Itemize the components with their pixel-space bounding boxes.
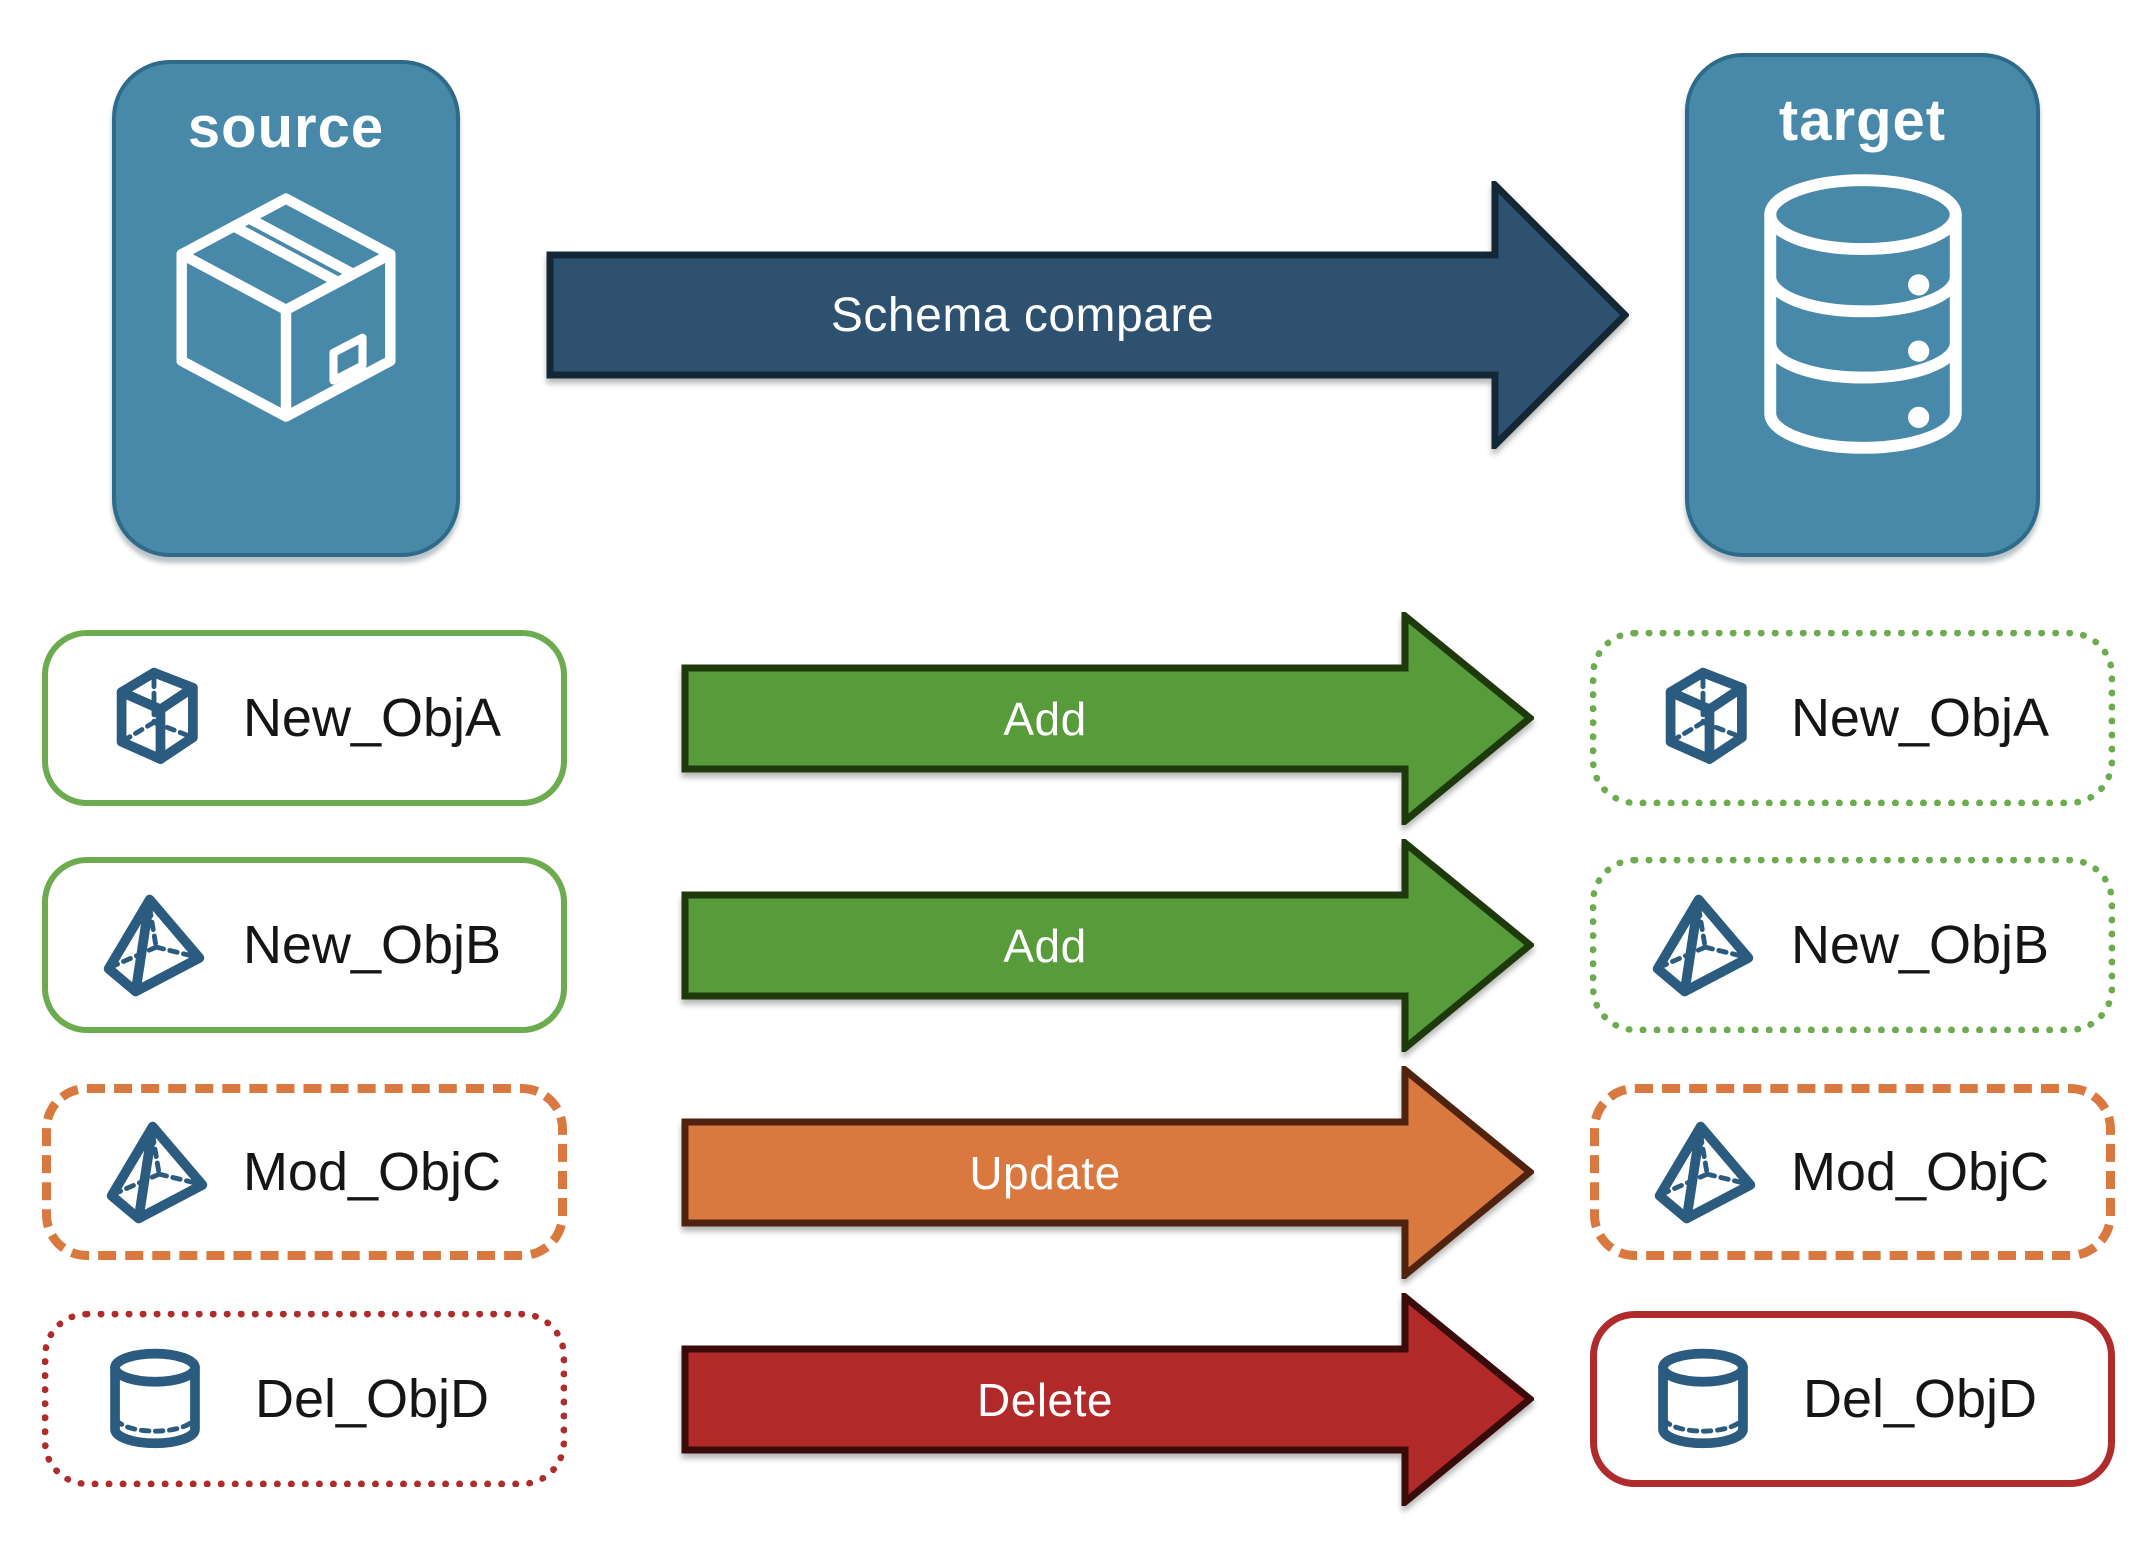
target-object-box-row3: Mod_ObjC xyxy=(1590,1084,2115,1260)
add-arrow-row2 xyxy=(681,839,1534,1052)
action-arrow-label: Add xyxy=(1003,692,1087,745)
object-label: New_ObjA xyxy=(242,688,502,748)
target-object-box-row2: New_ObjB xyxy=(1590,857,2115,1033)
object-label: Del_ObjD xyxy=(254,1369,490,1429)
cube-icon xyxy=(100,664,208,772)
pyramid-icon xyxy=(1651,1118,1759,1226)
action-arrow-label: Update xyxy=(969,1146,1121,1199)
pyramid-icon xyxy=(103,1118,211,1226)
source-title: source xyxy=(187,95,385,160)
source-object-box-row3: Mod_ObjC xyxy=(42,1084,567,1260)
cylinder-icon xyxy=(1649,1345,1757,1453)
cube-icon xyxy=(1649,664,1757,772)
source-object-box-row1: New_ObjA xyxy=(42,630,567,806)
target-object-box-row4: Del_ObjD xyxy=(1590,1311,2115,1487)
source-node: source xyxy=(112,60,460,557)
update-arrow-row3 xyxy=(681,1066,1534,1279)
database-icon xyxy=(1757,168,1969,460)
add-arrow-row1 xyxy=(681,612,1534,825)
object-label: Del_ObjD xyxy=(1802,1369,2038,1429)
delete-arrow-row4 xyxy=(681,1293,1534,1506)
schema-compare-arrow xyxy=(546,181,1629,449)
action-arrow-label: Delete xyxy=(977,1373,1113,1426)
package-icon xyxy=(170,187,402,442)
source-object-box-row4: Del_ObjD xyxy=(42,1311,567,1487)
object-label: Mod_ObjC xyxy=(242,1142,502,1202)
object-label: New_ObjA xyxy=(1790,688,2050,748)
object-label: New_ObjB xyxy=(1790,915,2050,975)
schema-compare-label: Schema compare xyxy=(830,288,1215,342)
target-node: target xyxy=(1685,53,2040,557)
source-object-box-row2: New_ObjB xyxy=(42,857,567,1033)
target-title: target xyxy=(1778,88,1947,153)
action-arrow-label: Add xyxy=(1003,919,1087,972)
pyramid-icon xyxy=(100,891,208,999)
object-label: Mod_ObjC xyxy=(1790,1142,2050,1202)
target-object-box-row1: New_ObjA xyxy=(1590,630,2115,806)
pyramid-icon xyxy=(1649,891,1757,999)
cylinder-icon xyxy=(101,1345,209,1453)
object-label: New_ObjB xyxy=(242,915,502,975)
